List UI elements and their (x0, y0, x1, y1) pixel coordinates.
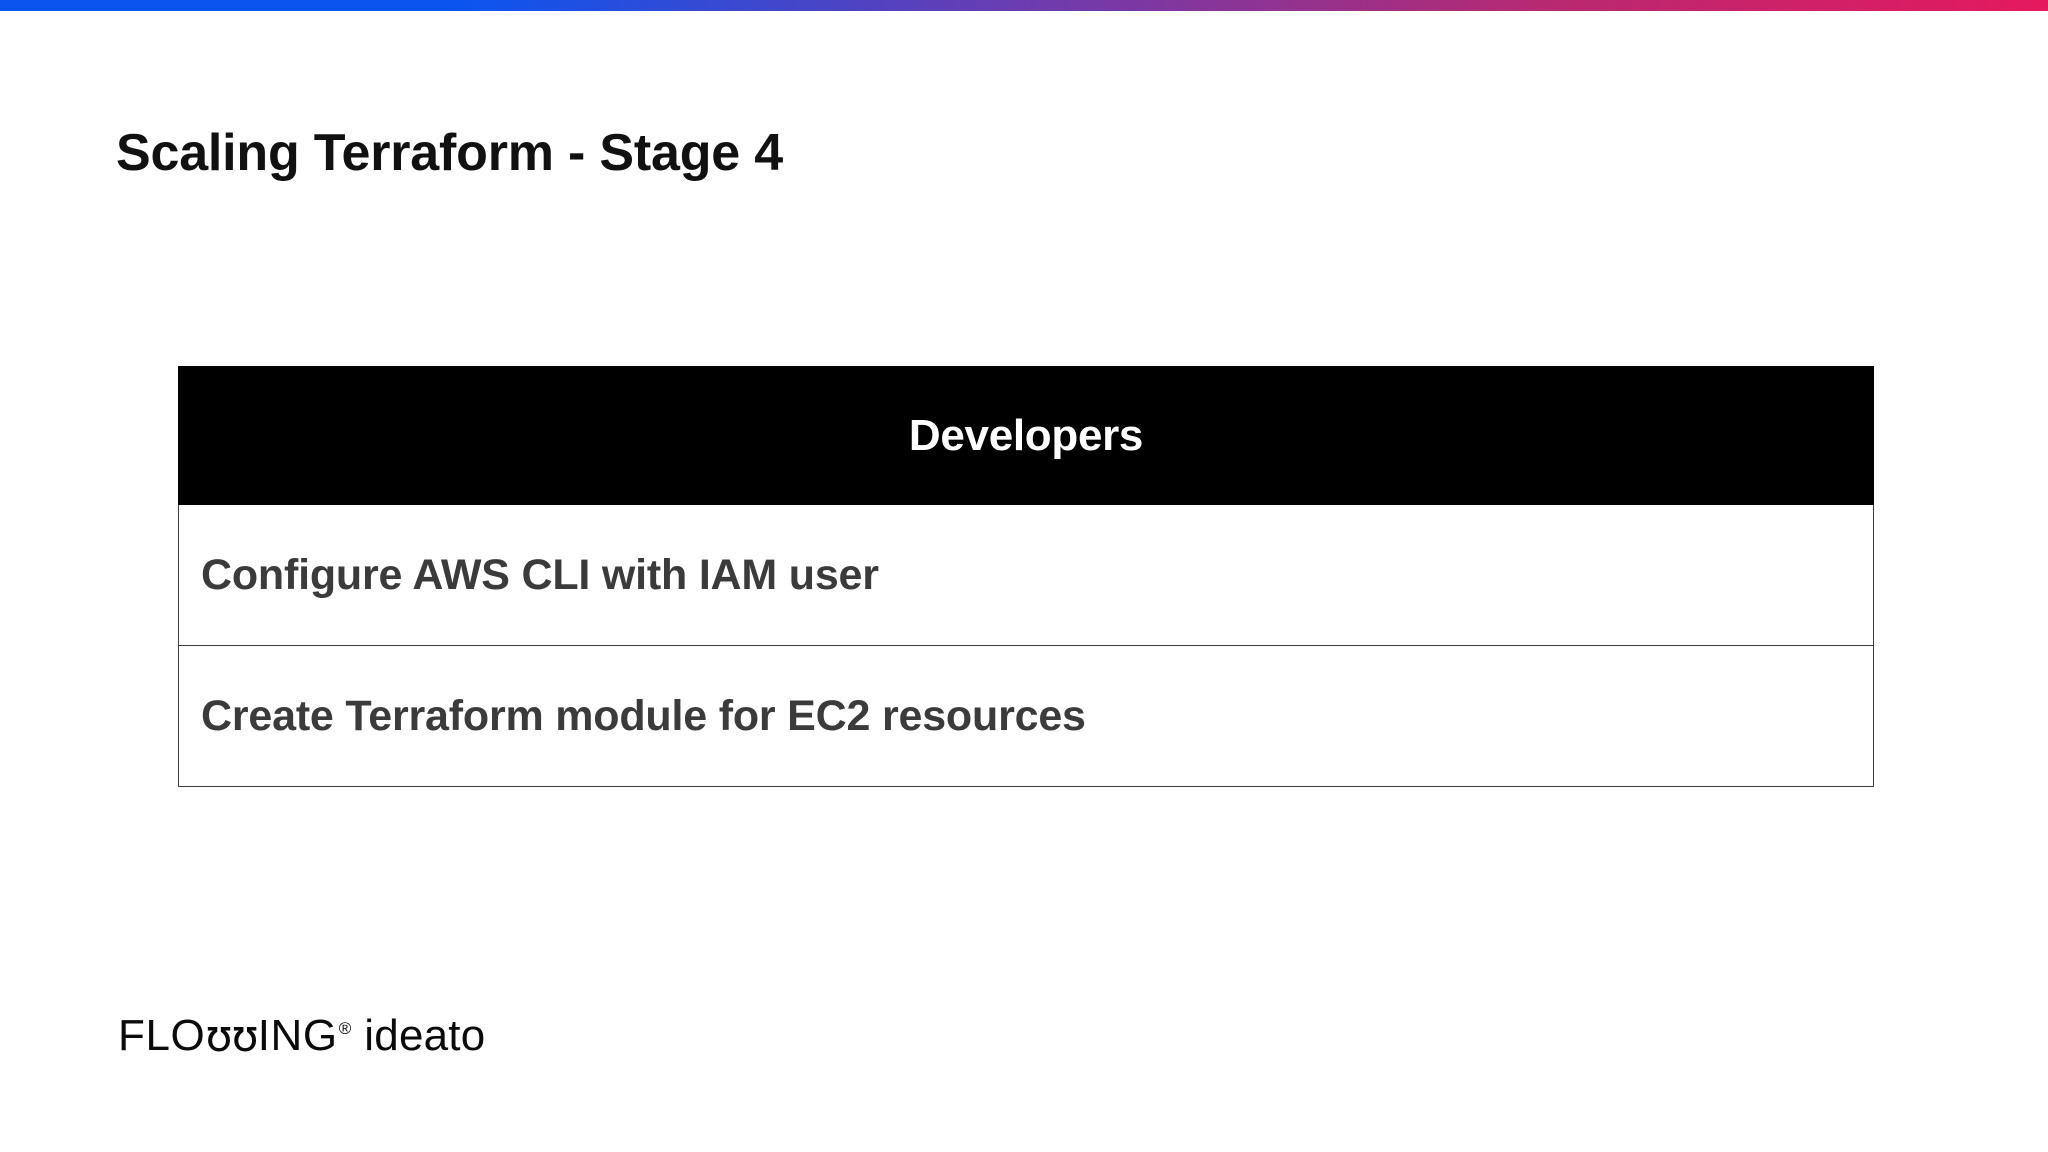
table-cell-task-1: Configure AWS CLI with IAM user (178, 504, 1874, 646)
page-title: Scaling Terraform - Stage 4 (116, 124, 783, 182)
table-row: Create Terraform module for EC2 resource… (178, 645, 1874, 787)
logo-w-glyph: ʊʊ (205, 1011, 258, 1062)
logo-prefix: FLO (118, 1011, 206, 1060)
table-header: Developers (178, 366, 1874, 505)
gradient-accent-bar (0, 0, 2048, 11)
developers-table: Developers Configure AWS CLI with IAM us… (178, 366, 1874, 787)
table-cell-task-2: Create Terraform module for EC2 resource… (178, 645, 1874, 787)
table-body: Configure AWS CLI with IAM user Create T… (178, 504, 1874, 787)
logo-ideato-word: ideato (364, 1011, 486, 1060)
logo-suffix: ING (257, 1011, 338, 1060)
table-header-row: Developers (178, 366, 1874, 505)
table-column-header-developers: Developers (178, 366, 1874, 505)
registered-trademark-icon: ® (338, 1019, 352, 1038)
table-row: Configure AWS CLI with IAM user (178, 504, 1874, 646)
